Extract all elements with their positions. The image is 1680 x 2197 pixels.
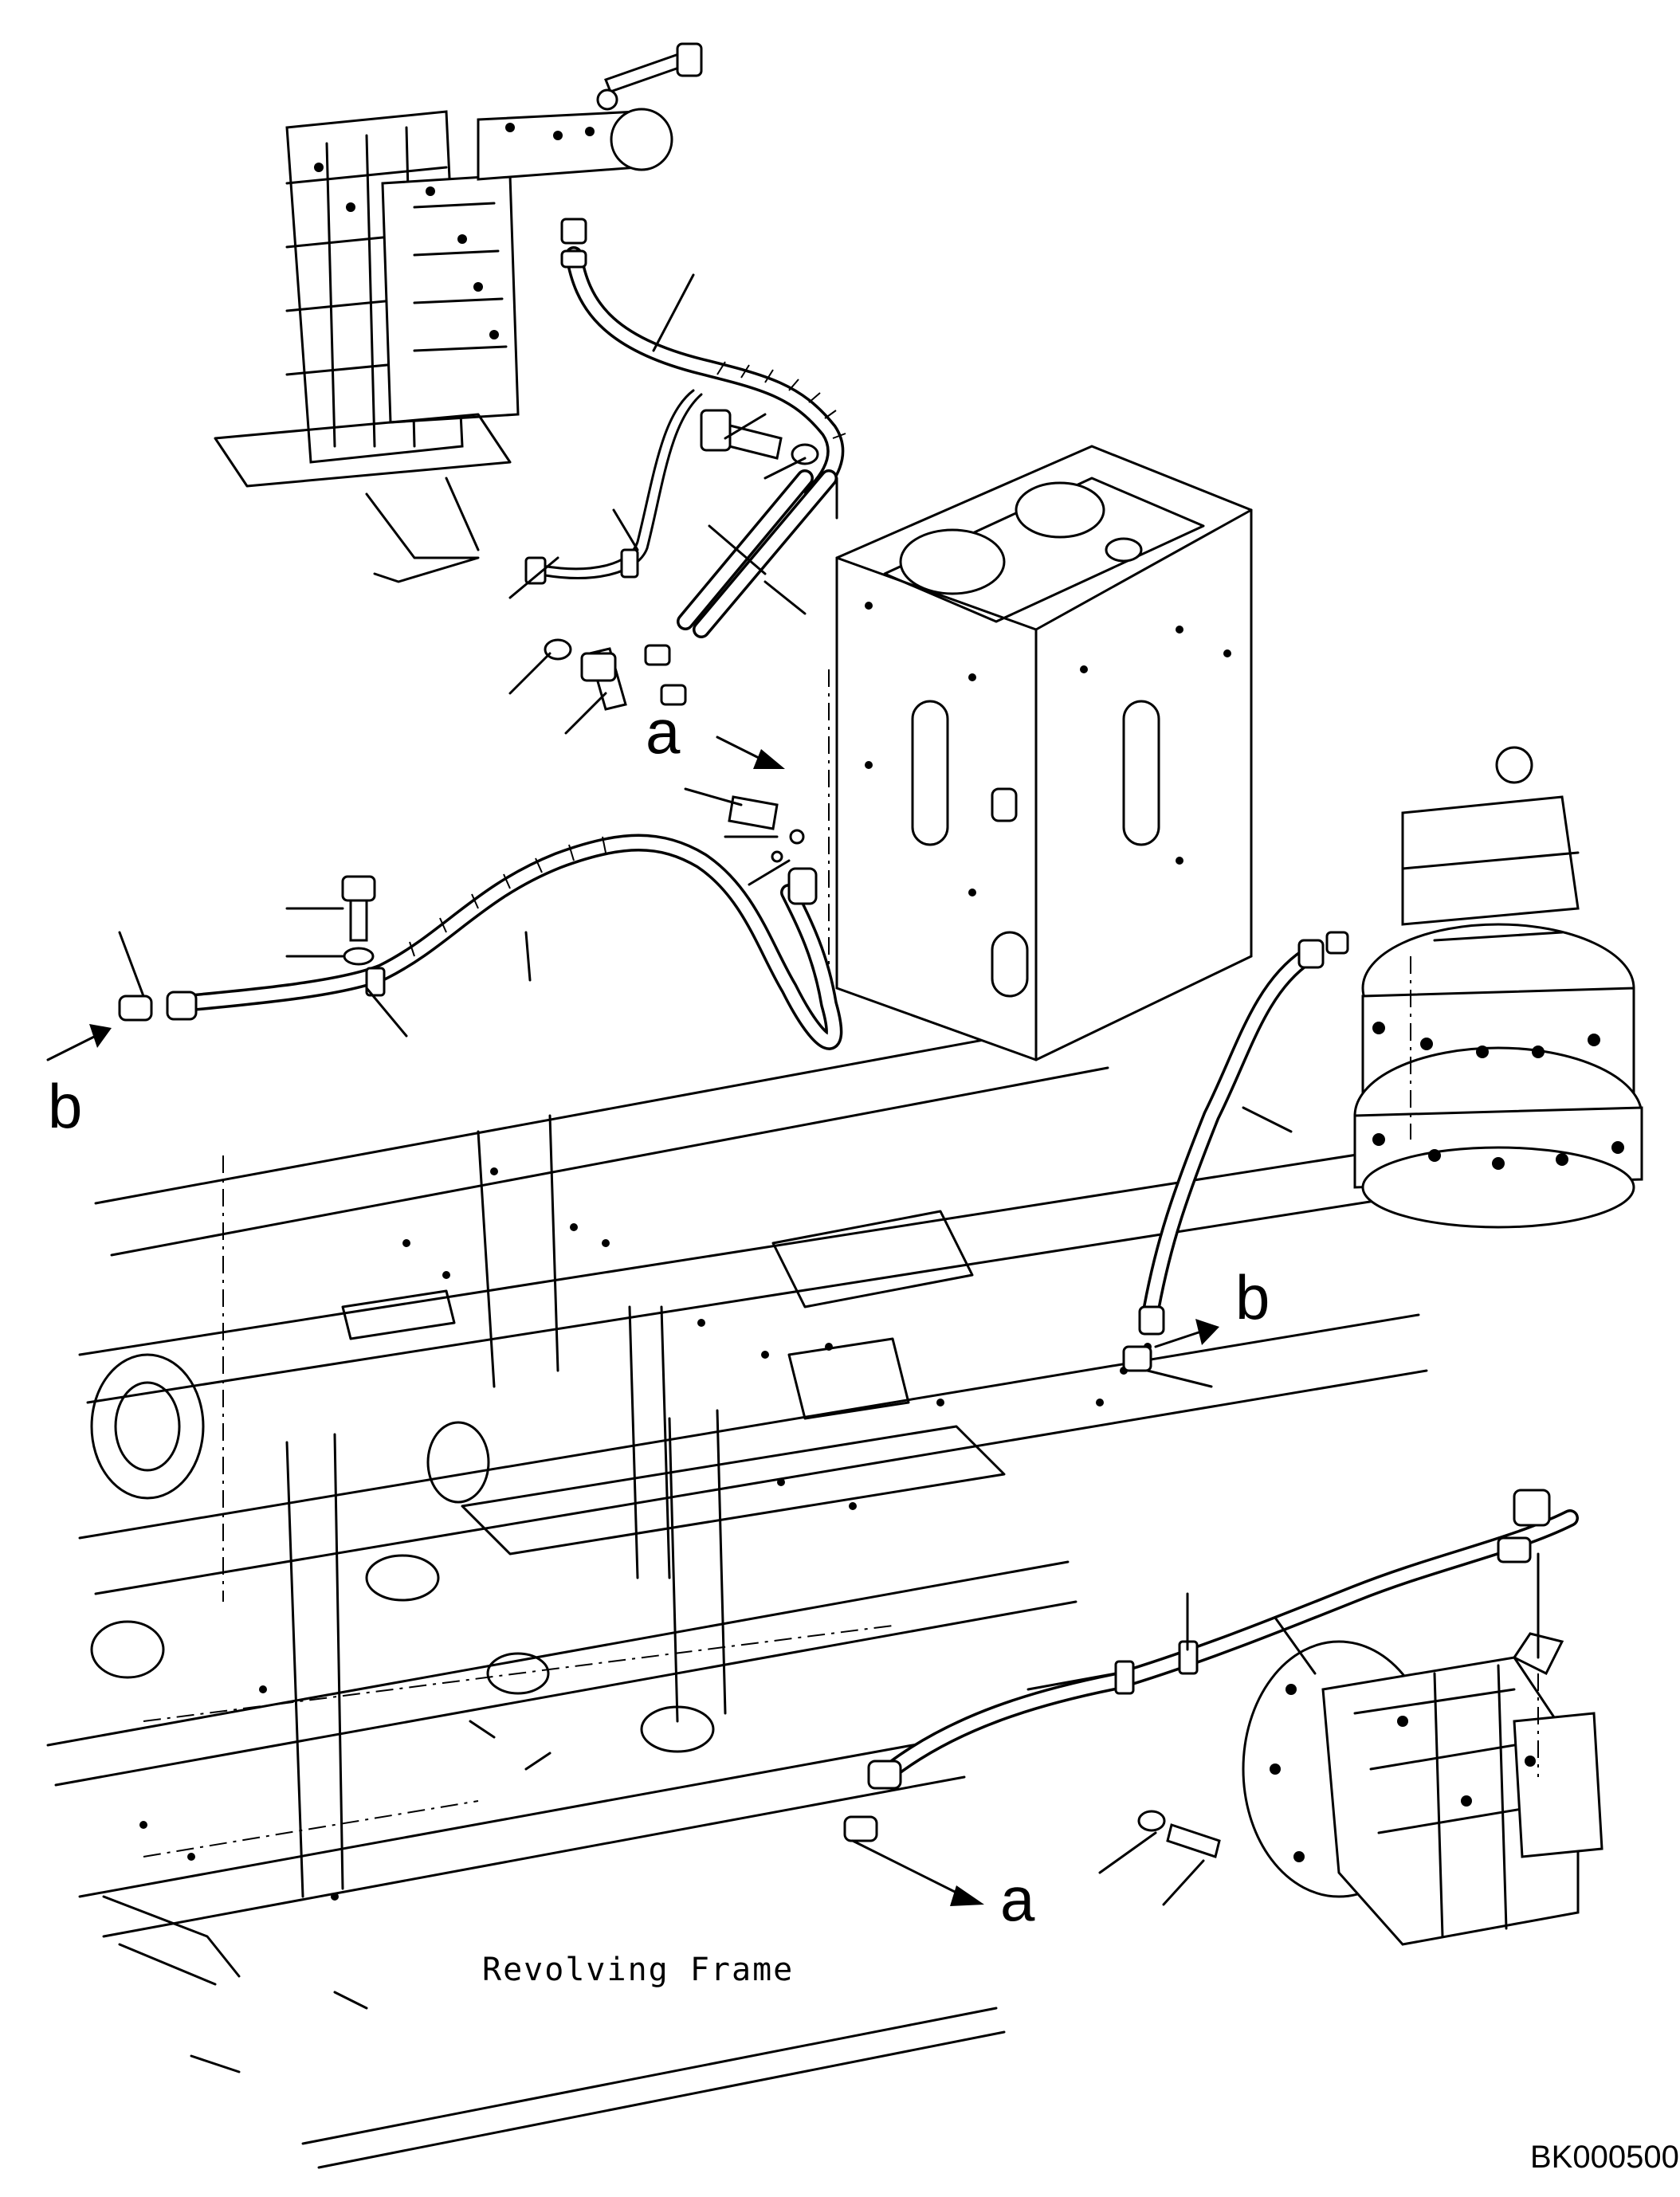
callout-a-top: a bbox=[646, 696, 681, 767]
swing-motor bbox=[1353, 746, 1643, 1229]
frame-title: Revolving Frame bbox=[482, 1952, 794, 1988]
doc-id: BK000500 bbox=[1530, 2140, 1679, 2175]
hoses bbox=[167, 246, 1579, 1778]
leader-lines bbox=[46, 273, 1540, 1906]
main-pump bbox=[1242, 1632, 1603, 1946]
revolving-frame bbox=[46, 1018, 1428, 2169]
hydraulic-tank bbox=[828, 445, 1253, 1061]
fittings bbox=[118, 218, 1551, 1858]
callout-a-bottom: a bbox=[1000, 1864, 1035, 1934]
callout-b-left: b bbox=[48, 1071, 82, 1141]
control-valve bbox=[214, 42, 703, 583]
callout-b-right: b bbox=[1235, 1262, 1270, 1332]
